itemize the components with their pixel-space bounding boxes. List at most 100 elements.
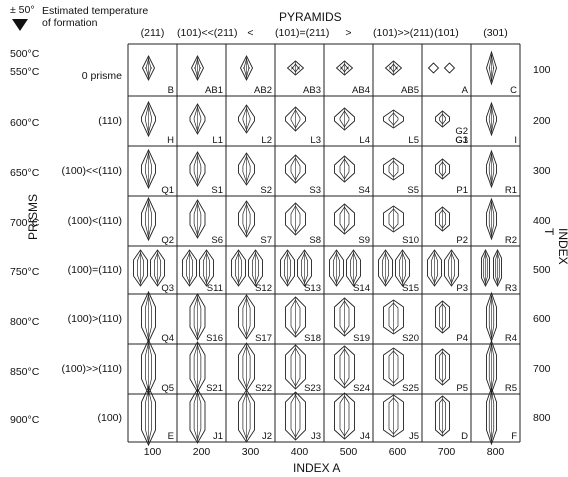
prism-label: (100)<<(110) bbox=[61, 165, 122, 177]
pyramids-title: PYRAMIDS bbox=[279, 10, 342, 24]
temperature-arrow-icon bbox=[12, 19, 28, 31]
index-a-tick: 200 bbox=[192, 446, 211, 458]
crystal-label: A bbox=[462, 85, 469, 96]
crystal-label: J4 bbox=[360, 431, 370, 442]
crystal-label: S19 bbox=[353, 333, 370, 344]
temperature-label: 800°C bbox=[10, 316, 40, 328]
crystal-label: R5 bbox=[505, 383, 517, 394]
crystal-label: Q1 bbox=[161, 185, 174, 196]
crystal-label: S13 bbox=[304, 283, 321, 294]
pyramid-header: (301) bbox=[483, 27, 508, 39]
index-t-tick: 500 bbox=[533, 264, 551, 276]
crystal-label: AB5 bbox=[401, 85, 419, 96]
crystal-label: S6 bbox=[211, 235, 223, 246]
crystal-label: S7 bbox=[260, 235, 272, 246]
crystal-label: S14 bbox=[353, 283, 370, 294]
crystal-label: S8 bbox=[309, 235, 321, 246]
pyramid-header: > bbox=[345, 27, 352, 39]
crystal-label: AB4 bbox=[352, 85, 370, 96]
crystal-label: H bbox=[167, 135, 174, 146]
crystal-label-g2: G2 bbox=[455, 126, 468, 137]
crystal-label: Q3 bbox=[161, 283, 174, 294]
crystal-label: B bbox=[168, 85, 174, 96]
index-a-title: INDEX A bbox=[293, 461, 341, 475]
temperature-label: 650°C bbox=[10, 167, 40, 179]
crystal-label: S21 bbox=[206, 383, 223, 394]
crystal-label: R2 bbox=[505, 235, 517, 246]
pyramid-header: < bbox=[247, 27, 254, 39]
index-t-tick: 800 bbox=[533, 412, 551, 424]
prism-label: (100) bbox=[97, 412, 122, 424]
index-t-tick: 100 bbox=[533, 64, 551, 76]
crystal-label: S18 bbox=[304, 333, 321, 344]
prism-label: (100)>(110) bbox=[67, 313, 122, 325]
prism-label: (100)>>(110) bbox=[61, 363, 122, 375]
crystal-label: R4 bbox=[505, 333, 517, 344]
crystal-label: S17 bbox=[255, 333, 272, 344]
index-t-tick: 600 bbox=[533, 313, 551, 325]
crystal-label: S9 bbox=[358, 235, 370, 246]
crystal-label: S23 bbox=[304, 383, 321, 394]
index-a-tick: 400 bbox=[290, 446, 309, 458]
crystal-label: L5 bbox=[408, 135, 419, 146]
index-a-tick: 300 bbox=[241, 446, 260, 458]
crystal-label: S4 bbox=[358, 185, 370, 196]
prism-label: (110) bbox=[98, 115, 122, 127]
crystal-label: Q4 bbox=[161, 333, 174, 344]
crystal-label: P3 bbox=[456, 283, 468, 294]
crystal-label: E bbox=[168, 431, 174, 442]
crystal-label: P1 bbox=[456, 185, 468, 196]
estimated-temperature-label-line2: of formation bbox=[42, 17, 98, 29]
crystal-label: I bbox=[514, 135, 517, 146]
temperature-label: 700°C bbox=[10, 217, 40, 229]
crystal-label: J5 bbox=[409, 431, 419, 442]
crystal-label: S16 bbox=[206, 333, 223, 344]
temperature-label: 900°C bbox=[10, 414, 40, 426]
crystal-label: P5 bbox=[456, 383, 468, 394]
crystal-label: Q2 bbox=[161, 235, 174, 246]
prism-label: (100)=(110) bbox=[67, 264, 122, 276]
crystal-label: L3 bbox=[310, 135, 321, 146]
uncertainty-label: ± 50° bbox=[10, 4, 35, 16]
crystal-label: L2 bbox=[261, 135, 272, 146]
crystal-label: F bbox=[511, 431, 517, 442]
crystal-label: D bbox=[461, 431, 468, 442]
index-a-tick: 800 bbox=[486, 446, 505, 458]
crystal-label: J2 bbox=[262, 431, 272, 442]
crystal-label: L4 bbox=[359, 135, 370, 146]
crystal-label: S22 bbox=[255, 383, 272, 394]
pyramid-header: (211) bbox=[140, 27, 165, 39]
crystal-label: G1 bbox=[455, 135, 468, 146]
pyramid-header: (101)<<(211) bbox=[177, 27, 238, 39]
crystal-label: J1 bbox=[213, 431, 223, 442]
crystal-label: S10 bbox=[402, 235, 419, 246]
crystal-label: S15 bbox=[402, 283, 419, 294]
crystal-label: S3 bbox=[309, 185, 321, 196]
crystal-label: C bbox=[510, 85, 517, 96]
crystal-label: S24 bbox=[353, 383, 370, 394]
pyramid-header: (101) bbox=[434, 27, 459, 39]
crystal-label: S5 bbox=[407, 185, 419, 196]
crystal-label: R3 bbox=[505, 283, 517, 294]
pyramid-header: (101)=(211) bbox=[275, 27, 330, 39]
crystal-label: S11 bbox=[207, 283, 223, 294]
temperature-label: 500°C bbox=[10, 48, 40, 60]
crystal-label: S20 bbox=[402, 333, 419, 344]
crystal-label: S2 bbox=[260, 185, 272, 196]
temperature-label: 750°C bbox=[10, 266, 40, 278]
prism-label: 0 prisme bbox=[81, 70, 122, 82]
index-a-tick: 500 bbox=[339, 446, 358, 458]
crystal-label: R1 bbox=[505, 185, 517, 196]
crystal-label: AB1 bbox=[205, 85, 223, 96]
pyramid-header: (101)>>(211) bbox=[373, 27, 434, 39]
crystal-label: P2 bbox=[456, 235, 468, 246]
crystal-label: S25 bbox=[402, 383, 419, 394]
crystal-outline bbox=[443, 62, 456, 74]
crystal-label: Q5 bbox=[161, 383, 174, 394]
prism-label: (100)<(110) bbox=[67, 215, 122, 227]
temperature-label: 600°C bbox=[10, 117, 40, 129]
crystal-label: S1 bbox=[211, 185, 223, 196]
crystal-label: S12 bbox=[255, 283, 272, 294]
crystal-label: AB3 bbox=[303, 85, 321, 96]
